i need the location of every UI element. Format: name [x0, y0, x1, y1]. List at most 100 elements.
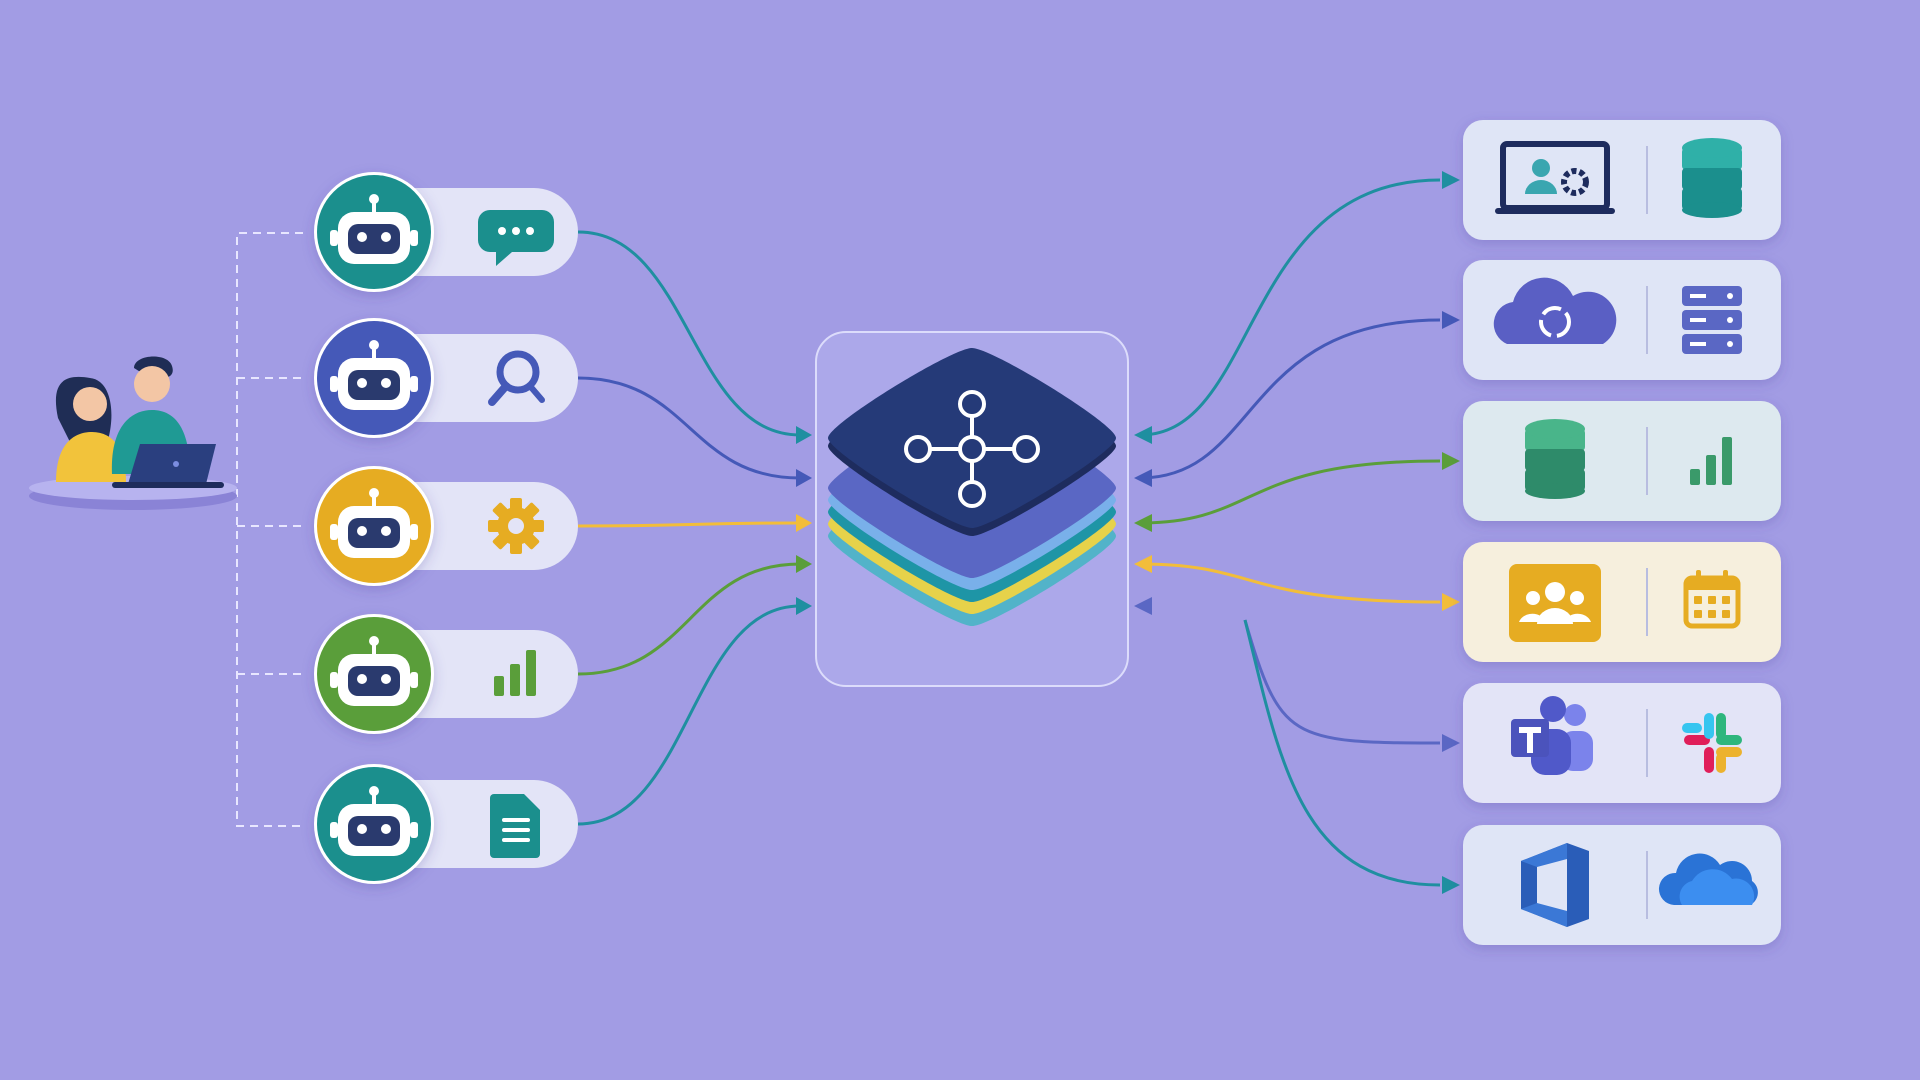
- robot-visor: [348, 666, 400, 696]
- robot-eye-left: [357, 674, 367, 684]
- arrow-head-icon: [796, 469, 812, 487]
- robot-eye-left: [357, 378, 367, 388]
- robot-eye-right: [381, 232, 391, 242]
- connector-lines: [236, 171, 1460, 894]
- database-disk: [1682, 168, 1742, 190]
- agent-link-line: [577, 562, 801, 676]
- arrow-head-icon: [796, 597, 812, 615]
- gear-icon: [488, 498, 544, 554]
- server-light: [1690, 342, 1706, 346]
- service-link-line: [1139, 562, 1441, 604]
- gear-hole: [508, 518, 524, 534]
- settings-cog: [1561, 168, 1589, 196]
- agent-documents[interactable]: [314, 764, 578, 884]
- team-calendar[interactable]: [1463, 542, 1781, 662]
- magnifier-icon: [496, 350, 540, 394]
- server-dot: [1727, 293, 1733, 299]
- user-body: [1525, 180, 1557, 194]
- calendar-day: [1708, 610, 1716, 618]
- arrow-head-icon: [1442, 734, 1460, 752]
- bar: [1706, 455, 1716, 485]
- robot-antenna-tip: [369, 488, 379, 498]
- robot-ear-right: [410, 376, 418, 392]
- hub-node: [958, 390, 986, 418]
- calendar-ring: [1723, 570, 1728, 582]
- slack-bar: [1716, 713, 1726, 739]
- team-body: [1519, 613, 1543, 622]
- robot-eye-right: [381, 526, 391, 536]
- slack-bar: [1716, 735, 1742, 745]
- bar-chart-green-icon: [1690, 469, 1700, 485]
- dashed-tree-line: [236, 232, 303, 827]
- teams-letter: [1519, 727, 1541, 753]
- office-onedrive[interactable]: [1463, 825, 1781, 945]
- arrow-head-icon: [796, 426, 812, 444]
- service-link-line: [1139, 318, 1441, 480]
- server-unit: [1682, 286, 1742, 306]
- users-with-laptop-icon: [29, 356, 237, 510]
- bar-chart-bar: [510, 664, 520, 696]
- calendar-day: [1722, 610, 1730, 618]
- teams-slack[interactable]: [1463, 683, 1781, 803]
- robot-antenna-tip: [369, 786, 379, 796]
- document-line: [502, 818, 530, 822]
- robot-ear-left: [330, 672, 338, 688]
- agent-settings[interactable]: [314, 466, 578, 586]
- agent-list: [314, 172, 578, 884]
- robot-antenna-tip: [369, 194, 379, 204]
- arrow-head-icon: [1442, 311, 1460, 329]
- service-link-line: [1243, 619, 1441, 745]
- server-light: [1690, 318, 1706, 322]
- agent-search[interactable]: [314, 318, 578, 438]
- robot-eye-left: [357, 824, 367, 834]
- arrow-head-icon: [1134, 555, 1152, 573]
- hub-node: [958, 480, 986, 508]
- agent-link-line: [577, 376, 801, 480]
- chat-dot: [512, 227, 520, 235]
- robot-eye-left: [357, 526, 367, 536]
- robot-antenna-tip: [369, 340, 379, 350]
- admin-database[interactable]: [1463, 120, 1781, 240]
- robot-ear-left: [330, 524, 338, 540]
- laptop-logo: [173, 461, 179, 467]
- woman-body: [56, 432, 126, 482]
- robot-eye-right: [381, 378, 391, 388]
- data-analytics[interactable]: [1463, 401, 1781, 521]
- arrow-head-icon: [1442, 452, 1460, 470]
- team-head: [1545, 582, 1565, 602]
- onedrive-front: [1679, 869, 1755, 905]
- slack-bar: [1716, 753, 1726, 773]
- arrow-head-icon: [796, 514, 812, 532]
- robot-visor: [348, 224, 400, 254]
- database-green-icon: [1525, 419, 1585, 439]
- slack-bar: [1704, 747, 1714, 773]
- woman-face: [73, 387, 107, 421]
- arrow-head-icon: [796, 555, 812, 573]
- office-window: [1537, 859, 1567, 911]
- arrow-head-icon: [1442, 171, 1460, 189]
- slack-bar: [1684, 735, 1710, 745]
- magnifier-handle: [488, 382, 510, 406]
- chat-dot: [526, 227, 534, 235]
- chat-bubble-icon: [478, 210, 554, 266]
- team-head: [1570, 591, 1584, 605]
- slack-bar: [1682, 723, 1702, 733]
- server-dot: [1727, 317, 1733, 323]
- cloud-sync-icon: [1493, 277, 1617, 344]
- sync-arrows: [1539, 306, 1571, 338]
- database-bottom: [1525, 483, 1585, 499]
- slack-icon: [1682, 713, 1742, 773]
- team-icon: [1509, 564, 1601, 642]
- arrow-head-icon: [1442, 593, 1460, 611]
- chat-dot: [498, 227, 506, 235]
- database-disk: [1525, 449, 1585, 471]
- server-unit: [1682, 310, 1742, 330]
- robot-ear-right: [410, 524, 418, 540]
- agent-link-line: [577, 230, 801, 437]
- agent-analytics[interactable]: [314, 614, 578, 734]
- cloud-servers[interactable]: [1463, 260, 1781, 380]
- arrow-head-icon: [1134, 426, 1152, 444]
- agent-chat[interactable]: [314, 172, 578, 292]
- user-head: [1532, 159, 1550, 177]
